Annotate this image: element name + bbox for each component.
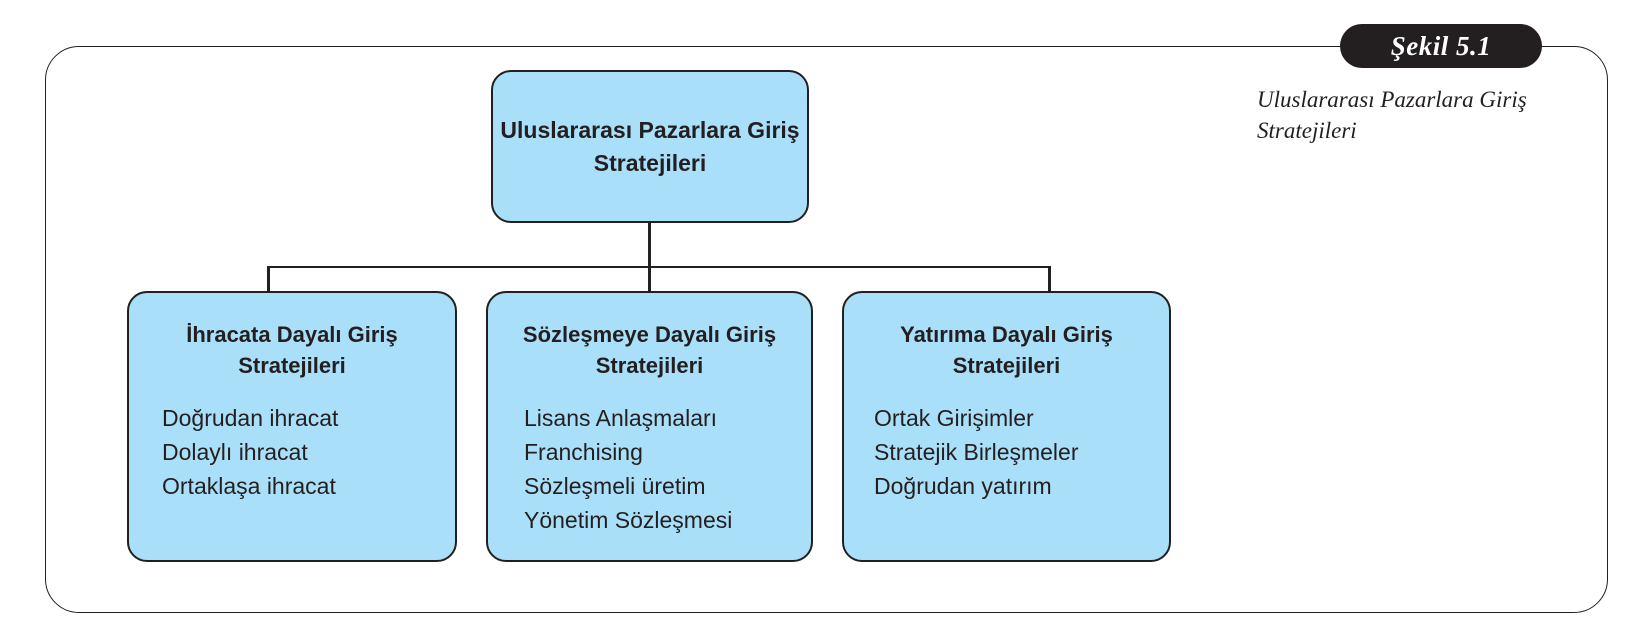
figure-number-label: Şekil 5.1	[1390, 30, 1492, 61]
list-item: Stratejik Birleşmeler	[874, 439, 1079, 465]
connector-drop-center	[648, 265, 651, 294]
node-contractual-strategies-title: Sözleşmeye Dayalı Giriş Stratejileri	[522, 322, 777, 378]
node-contractual-strategies-list: Lisans Anlaşmaları Franchising Sözleşmel…	[488, 401, 811, 537]
figure-caption: Uluslararası Pazarlara Giriş Stratejiler…	[1257, 87, 1527, 143]
node-contractual-strategies: Sözleşmeye Dayalı Giriş Stratejileri Lis…	[486, 291, 813, 562]
list-item: Franchising	[524, 439, 643, 465]
list-item: Lisans Anlaşmaları	[524, 405, 718, 431]
node-investment-strategies-title: Yatırıma Dayalı Giriş Stratejileri	[900, 322, 1113, 378]
node-export-strategies-list: Doğrudan ihracat Dolaylı ihracat Ortakla…	[129, 401, 455, 503]
list-item: Yönetim Sözleşmesi	[524, 507, 733, 533]
figure-outer-frame	[45, 46, 1608, 613]
connector-drop-left	[267, 265, 270, 294]
node-export-strategies: İhracata Dayalı Giriş Stratejileri Doğru…	[127, 291, 457, 562]
node-root: Uluslararası Pazarlara Giriş Stratejiler…	[491, 70, 809, 223]
node-investment-strategies-list: Ortak Girişimler Stratejik Birleşmeler D…	[844, 401, 1169, 503]
list-item: Dolaylı ihracat	[162, 439, 308, 465]
list-item: Doğrudan ihracat	[162, 405, 339, 431]
list-item: Ortak Girişimler	[874, 405, 1034, 431]
connector-root-stem	[648, 222, 651, 268]
node-investment-strategies: Yatırıma Dayalı Giriş Stratejileri Ortak…	[842, 291, 1171, 562]
figure-number-badge: Şekil 5.1	[1340, 24, 1542, 68]
list-item: Doğrudan yatırım	[874, 473, 1052, 499]
list-item: Ortaklaşa ihracat	[162, 473, 336, 499]
node-export-strategies-title: İhracata Dayalı Giriş Stratejileri	[186, 322, 398, 378]
node-root-title: Uluslararası Pazarlara Giriş Stratejiler…	[500, 116, 800, 176]
list-item: Sözleşmeli üretim	[524, 473, 706, 499]
connector-horizontal-bus	[267, 265, 1051, 269]
connector-drop-right	[1048, 265, 1051, 294]
